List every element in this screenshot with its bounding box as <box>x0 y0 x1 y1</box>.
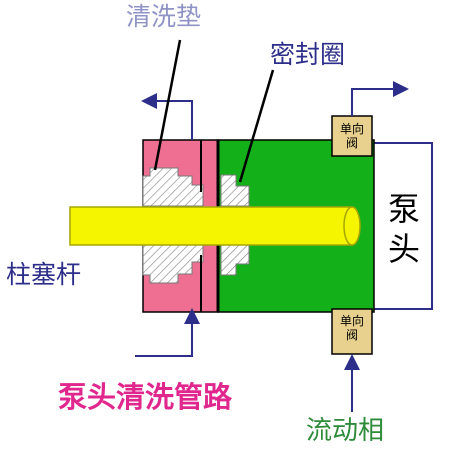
check-valve-top-label: 单向阀 <box>339 122 364 150</box>
wash-inlet-arrow <box>135 308 200 357</box>
valve-outlet-arrow <box>351 81 409 116</box>
wash-outlet-arrow <box>141 93 193 140</box>
plunger-rod-label: 柱塞杆 <box>6 260 82 289</box>
wash-pad-bottom <box>142 244 204 284</box>
pump-head-box <box>369 142 433 310</box>
wash-pad-top <box>142 167 204 207</box>
wash-pad-label: 清洗垫 <box>126 2 202 31</box>
seal-ring-leader <box>238 69 275 183</box>
seal-ring-top <box>220 174 250 207</box>
pump-head-label-2: 头 <box>387 230 420 268</box>
check-valve-top <box>331 115 373 157</box>
check-valve-bottom <box>331 308 373 355</box>
wash-line-label: 泵头清洗管路 <box>58 380 233 414</box>
seal-ring-label: 密封圈 <box>270 40 346 69</box>
plunger-rod-tip <box>343 206 361 246</box>
wash-pad-leader <box>153 39 182 171</box>
check-valve-bottom-label: 单向阀 <box>339 314 364 342</box>
mobile-phase-label: 流动相 <box>306 416 385 446</box>
plunger-rod <box>69 206 353 246</box>
pump-head-label-1: 泵 <box>387 190 420 228</box>
